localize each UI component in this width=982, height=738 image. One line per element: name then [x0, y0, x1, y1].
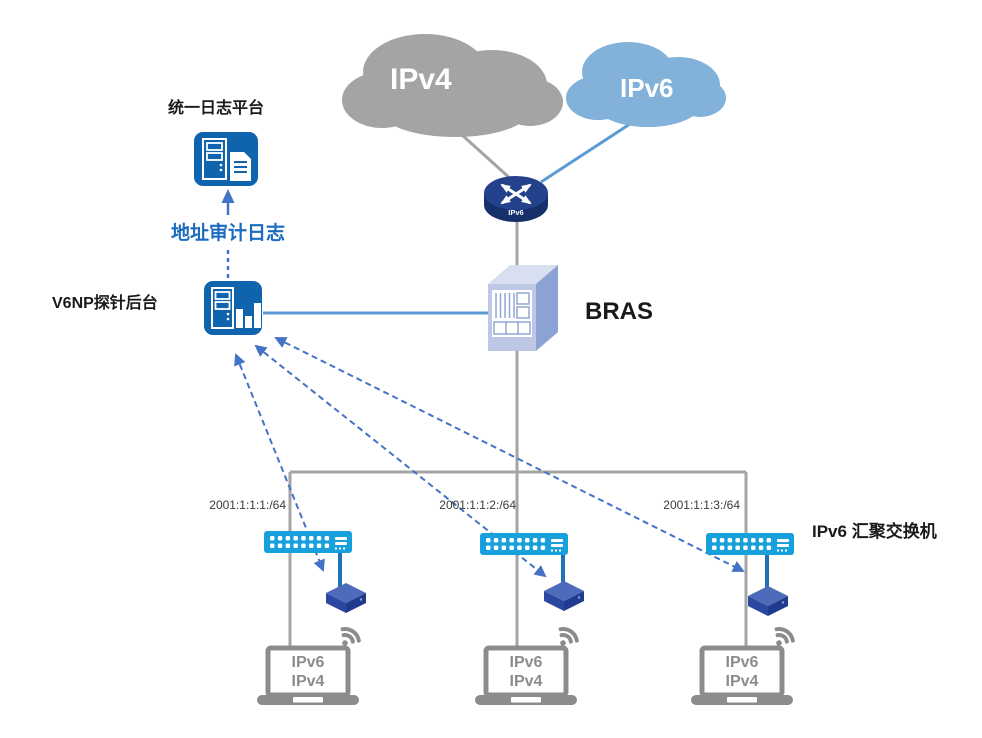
link-ipv4cloud-router: [460, 133, 514, 182]
probe-label: V6NP探针后台: [52, 295, 158, 312]
probe-server-icon: [204, 281, 262, 335]
wifi-icon-1: [340, 626, 361, 648]
switch-icon-3: [706, 533, 794, 555]
laptop1-line-ipv6: IPv6: [291, 654, 325, 671]
laptop3-line-ipv4: IPv4: [725, 673, 759, 690]
cpe-device-icon-3: [748, 586, 788, 616]
link-ipv6cloud-router: [540, 120, 634, 184]
laptop1-line-ipv4: IPv4: [291, 673, 325, 690]
laptop-screen-text-2: IPv6 IPv4: [494, 653, 558, 691]
wifi-icon-2: [558, 626, 579, 648]
laptop-screen-text-1: IPv6 IPv4: [276, 653, 340, 691]
bar-chart-icon: [236, 303, 261, 328]
subnet-label-2: 2001:1:1:2:/64: [439, 498, 516, 512]
switch-icon-2: [480, 533, 568, 555]
agg-switch-label: IPv6 汇聚交换机: [812, 522, 937, 541]
bras-icon: [488, 265, 558, 351]
cpe-device-icon-1: [326, 583, 366, 613]
subnet-label-3: 2001:1:1:3:/64: [663, 498, 740, 512]
laptop2-line-ipv4: IPv4: [509, 673, 543, 690]
bras-label: BRAS: [585, 298, 654, 325]
wifi-icon-3: [774, 626, 795, 648]
log-platform-label: 统一日志平台: [168, 100, 265, 117]
audit-log-arrow: [221, 189, 235, 278]
cpe-device-icon-2: [544, 581, 584, 611]
log-platform-icon: [194, 132, 258, 186]
arrow-up-icon: [221, 189, 235, 203]
ipv4-cloud-icon: [342, 34, 563, 137]
laptop3-line-ipv6: IPv6: [725, 654, 759, 671]
subnet-label-1: 2001:1:1:1:/64: [209, 498, 286, 512]
ipv4-cloud-label: IPv4: [390, 63, 452, 96]
ipv6-cloud-label: IPv6: [620, 73, 674, 103]
laptop-screen-text-3: IPv6 IPv4: [710, 653, 774, 691]
audit-log-label: 地址审计日志: [171, 223, 286, 244]
document-icon: [230, 152, 251, 181]
ipv6-cloud-icon: [566, 42, 726, 127]
switch-icon-1: [264, 531, 352, 553]
router-icon: [484, 176, 548, 222]
router-label: IPv6: [508, 208, 524, 217]
probe-arrow-3: [274, 337, 745, 572]
laptop2-line-ipv6: IPv6: [509, 654, 543, 671]
